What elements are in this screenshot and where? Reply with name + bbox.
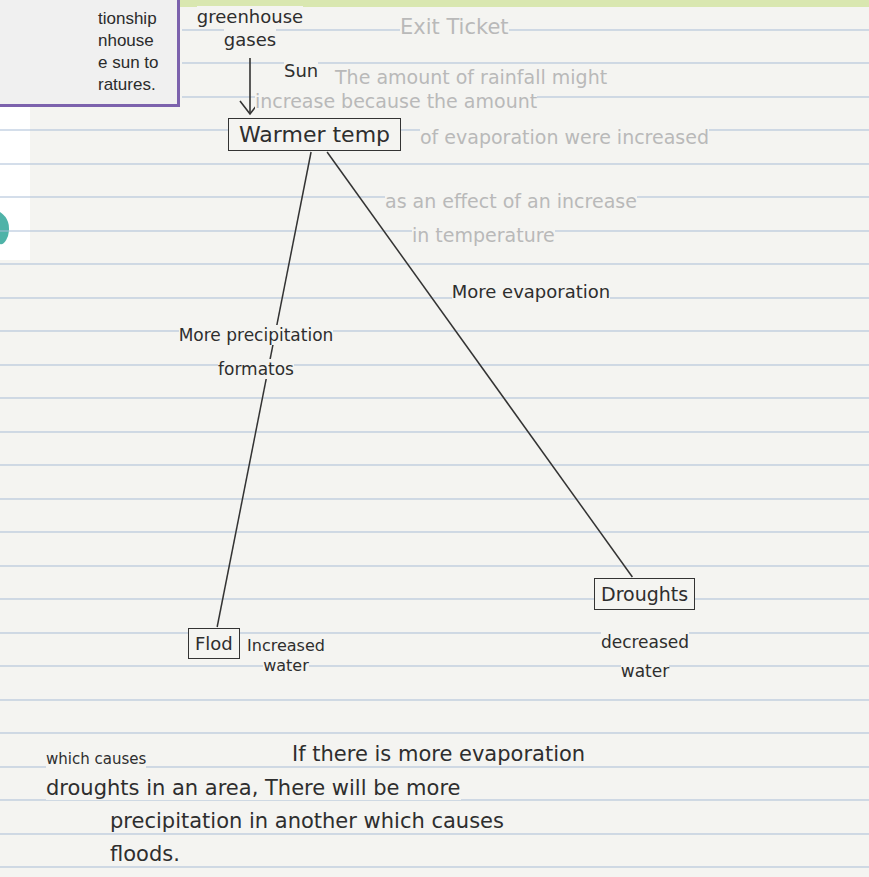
label-box: droughts in an area, There will be more [46,775,461,801]
label-box: of evaporation were increased [420,126,709,150]
input-label: greenhouse gases [197,6,303,50]
label-box: Sun [284,60,318,83]
conclusion-text: precipitation in another which causes [110,809,504,833]
effect-note: decreased water [601,632,689,681]
label-box: The amount of rainfall might [335,66,607,90]
connector-line [327,152,632,577]
erased-note: increase because the amount [255,90,537,112]
label-box: Exit Ticket [400,14,509,40]
label-box: as an effect of an increase [385,190,637,214]
conclusion-text: droughts in an area, There will be more [46,776,461,800]
label-box: greenhouse gases [192,6,308,51]
source-label: Sun [284,60,318,81]
node-text: Droughts [601,583,688,605]
edge-label-box: More evaporation [446,280,616,303]
erased-note: The amount of rainfall might [335,66,607,88]
label-box: precipitation in another which causes [110,808,504,834]
node-text: Flod [195,633,233,654]
conclusion-text: floods. [110,842,180,866]
process-box: Flod [188,628,240,659]
process-box: Warmer temp [228,118,401,151]
erased-note: in temperature [412,224,555,246]
conclusion-text: If there is more evaporation [292,742,585,766]
label-box: increase because the amount [255,90,537,114]
label-box: If there is more evaporation [292,741,585,767]
callout-box: tionship nhouse e sun to ratures. [0,0,180,107]
conclusion-text: which causes [46,750,146,768]
erased-note: Exit Ticket [400,15,509,39]
effect-note: Increased water [247,636,325,675]
erased-note: as an effect of an increase [385,190,637,212]
node-text: tionship nhouse e sun to ratures. [98,8,164,96]
node-text: Warmer temp [239,122,390,147]
label-box: which causes [46,750,146,769]
edge-label-box: More precipitation formatos [172,318,340,386]
label-box: decreased water [590,628,700,686]
label-box: Increased water [238,636,334,676]
connector-line [217,152,311,627]
edge-label: More precipitation formatos [179,325,334,379]
label-box: floods. [110,841,180,867]
edge-label: More evaporation [452,281,610,302]
process-box: Droughts [594,578,695,610]
label-box: in temperature [412,224,555,248]
erased-note: of evaporation were increased [420,126,709,148]
